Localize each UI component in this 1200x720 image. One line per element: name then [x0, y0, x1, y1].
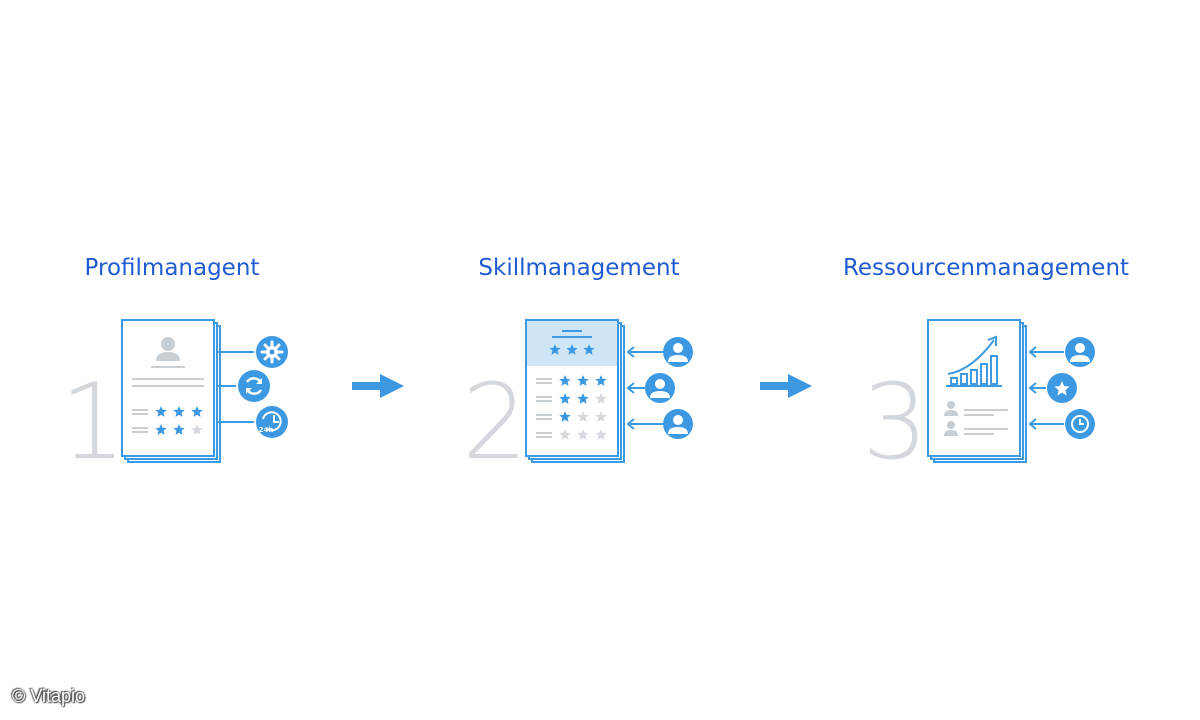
header-star — [549, 344, 561, 355]
clock-24h-label: 24h — [259, 426, 274, 434]
step-1-title: Profilmanagent — [84, 255, 260, 281]
arrow-right-icon — [760, 374, 812, 398]
rating-star — [595, 375, 607, 386]
star-icon — [1047, 373, 1077, 403]
header-rating-stars — [549, 344, 595, 355]
rating-star — [191, 424, 203, 435]
rating-star — [595, 411, 607, 422]
rating-star — [173, 406, 185, 417]
rating-star — [559, 429, 571, 440]
gear-icon — [256, 336, 288, 368]
clock-24h-icon: 24h — [256, 406, 288, 438]
rating-star — [577, 429, 589, 440]
skill-document-illustration — [525, 319, 693, 463]
rating-star — [173, 424, 185, 435]
rating-star — [577, 393, 589, 404]
arrow-right-icon — [352, 374, 404, 398]
step-1-number: 1 — [60, 361, 127, 483]
step-3-number: 3 — [862, 361, 929, 483]
header-star — [566, 344, 578, 355]
rating-star — [559, 375, 571, 386]
person-icon — [626, 373, 675, 403]
rating-stars — [155, 406, 203, 435]
resource-document-illustration — [927, 319, 1095, 463]
rating-star — [577, 375, 589, 386]
rating-star — [191, 406, 203, 417]
rating-star — [155, 406, 167, 417]
rating-stars — [559, 375, 607, 440]
person-icon — [1065, 337, 1095, 367]
rating-star — [595, 429, 607, 440]
step-3-title: Ressourcenmanagement — [842, 255, 1130, 281]
step-2-number: 2 — [462, 361, 529, 483]
step-2-title: Skillmanagement — [478, 255, 680, 281]
rating-star — [559, 411, 571, 422]
header-star — [583, 344, 595, 355]
copyright-credit: © Vitapio — [12, 686, 85, 706]
person-icon — [626, 337, 693, 367]
refresh-icon — [238, 370, 270, 402]
rating-star — [595, 393, 607, 404]
person-icon — [626, 409, 693, 439]
rating-star — [559, 393, 571, 404]
avatar-icon — [156, 337, 180, 361]
growth-chart-icon — [946, 335, 1002, 387]
rating-star — [155, 424, 167, 435]
profile-document-illustration: 24h — [121, 319, 288, 463]
clock-icon — [1065, 409, 1095, 439]
rating-star — [577, 411, 589, 422]
